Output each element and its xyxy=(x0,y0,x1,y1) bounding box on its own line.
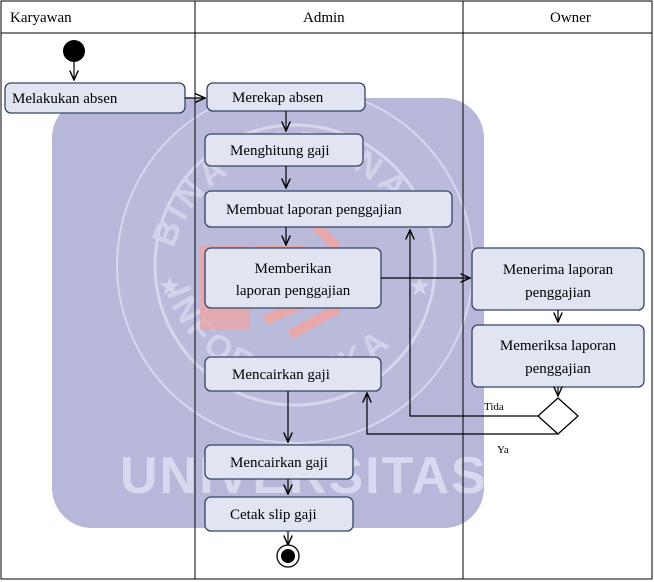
lane-karyawan-title: Karyawan xyxy=(10,10,72,26)
lane-owner-title: Owner xyxy=(550,10,591,26)
node-menerima-laporan-label-1: Menerima laporan xyxy=(503,262,614,278)
node-menghitung-gaji-label: Menghitung gaji xyxy=(230,143,330,159)
decision-node xyxy=(537,397,579,435)
node-memeriksa-laporan-label-2: penggajian xyxy=(525,361,591,377)
watermark-star-left: ★ xyxy=(158,272,181,301)
node-mencairkan-gaji-2-label: Mencairkan gaji xyxy=(230,455,328,471)
node-mencairkan-gaji-2 xyxy=(204,444,354,480)
node-memeriksa-laporan xyxy=(471,324,645,388)
node-merekap-absen-label: Merekap absen xyxy=(232,90,324,106)
node-melakukan-absen-label: Melakukan absen xyxy=(12,91,118,107)
start-node xyxy=(63,40,85,62)
guard-tidak-label: Tida xyxy=(484,401,504,413)
watermark-star-right: ★ xyxy=(408,272,431,301)
node-menerima-laporan-label-2: penggajian xyxy=(525,285,591,301)
node-membuat-laporan xyxy=(204,190,453,228)
node-membuat-laporan-label: Membuat laporan penggajian xyxy=(226,202,402,218)
end-node-dot xyxy=(281,549,295,563)
guard-ya-label: Ya xyxy=(497,444,509,456)
node-cetak-slip xyxy=(204,496,354,532)
node-menghitung-gaji xyxy=(204,133,364,167)
node-memeriksa-laporan-label-1: Memeriksa laporan xyxy=(500,338,617,354)
lane-admin-title: Admin xyxy=(303,10,345,26)
node-memberikan-laporan-label-2: laporan penggajian xyxy=(236,283,351,299)
node-memberikan-laporan-label-1: Memberikan xyxy=(255,261,332,277)
flow-decision-tidak xyxy=(410,230,538,417)
node-cetak-slip-label: Cetak slip gaji xyxy=(230,507,317,523)
flow-decision-ya xyxy=(367,393,558,435)
node-mencairkan-gaji-1 xyxy=(204,356,382,392)
node-mencairkan-gaji-1-label: Mencairkan gaji xyxy=(232,367,330,383)
node-memberikan-laporan xyxy=(204,247,382,309)
